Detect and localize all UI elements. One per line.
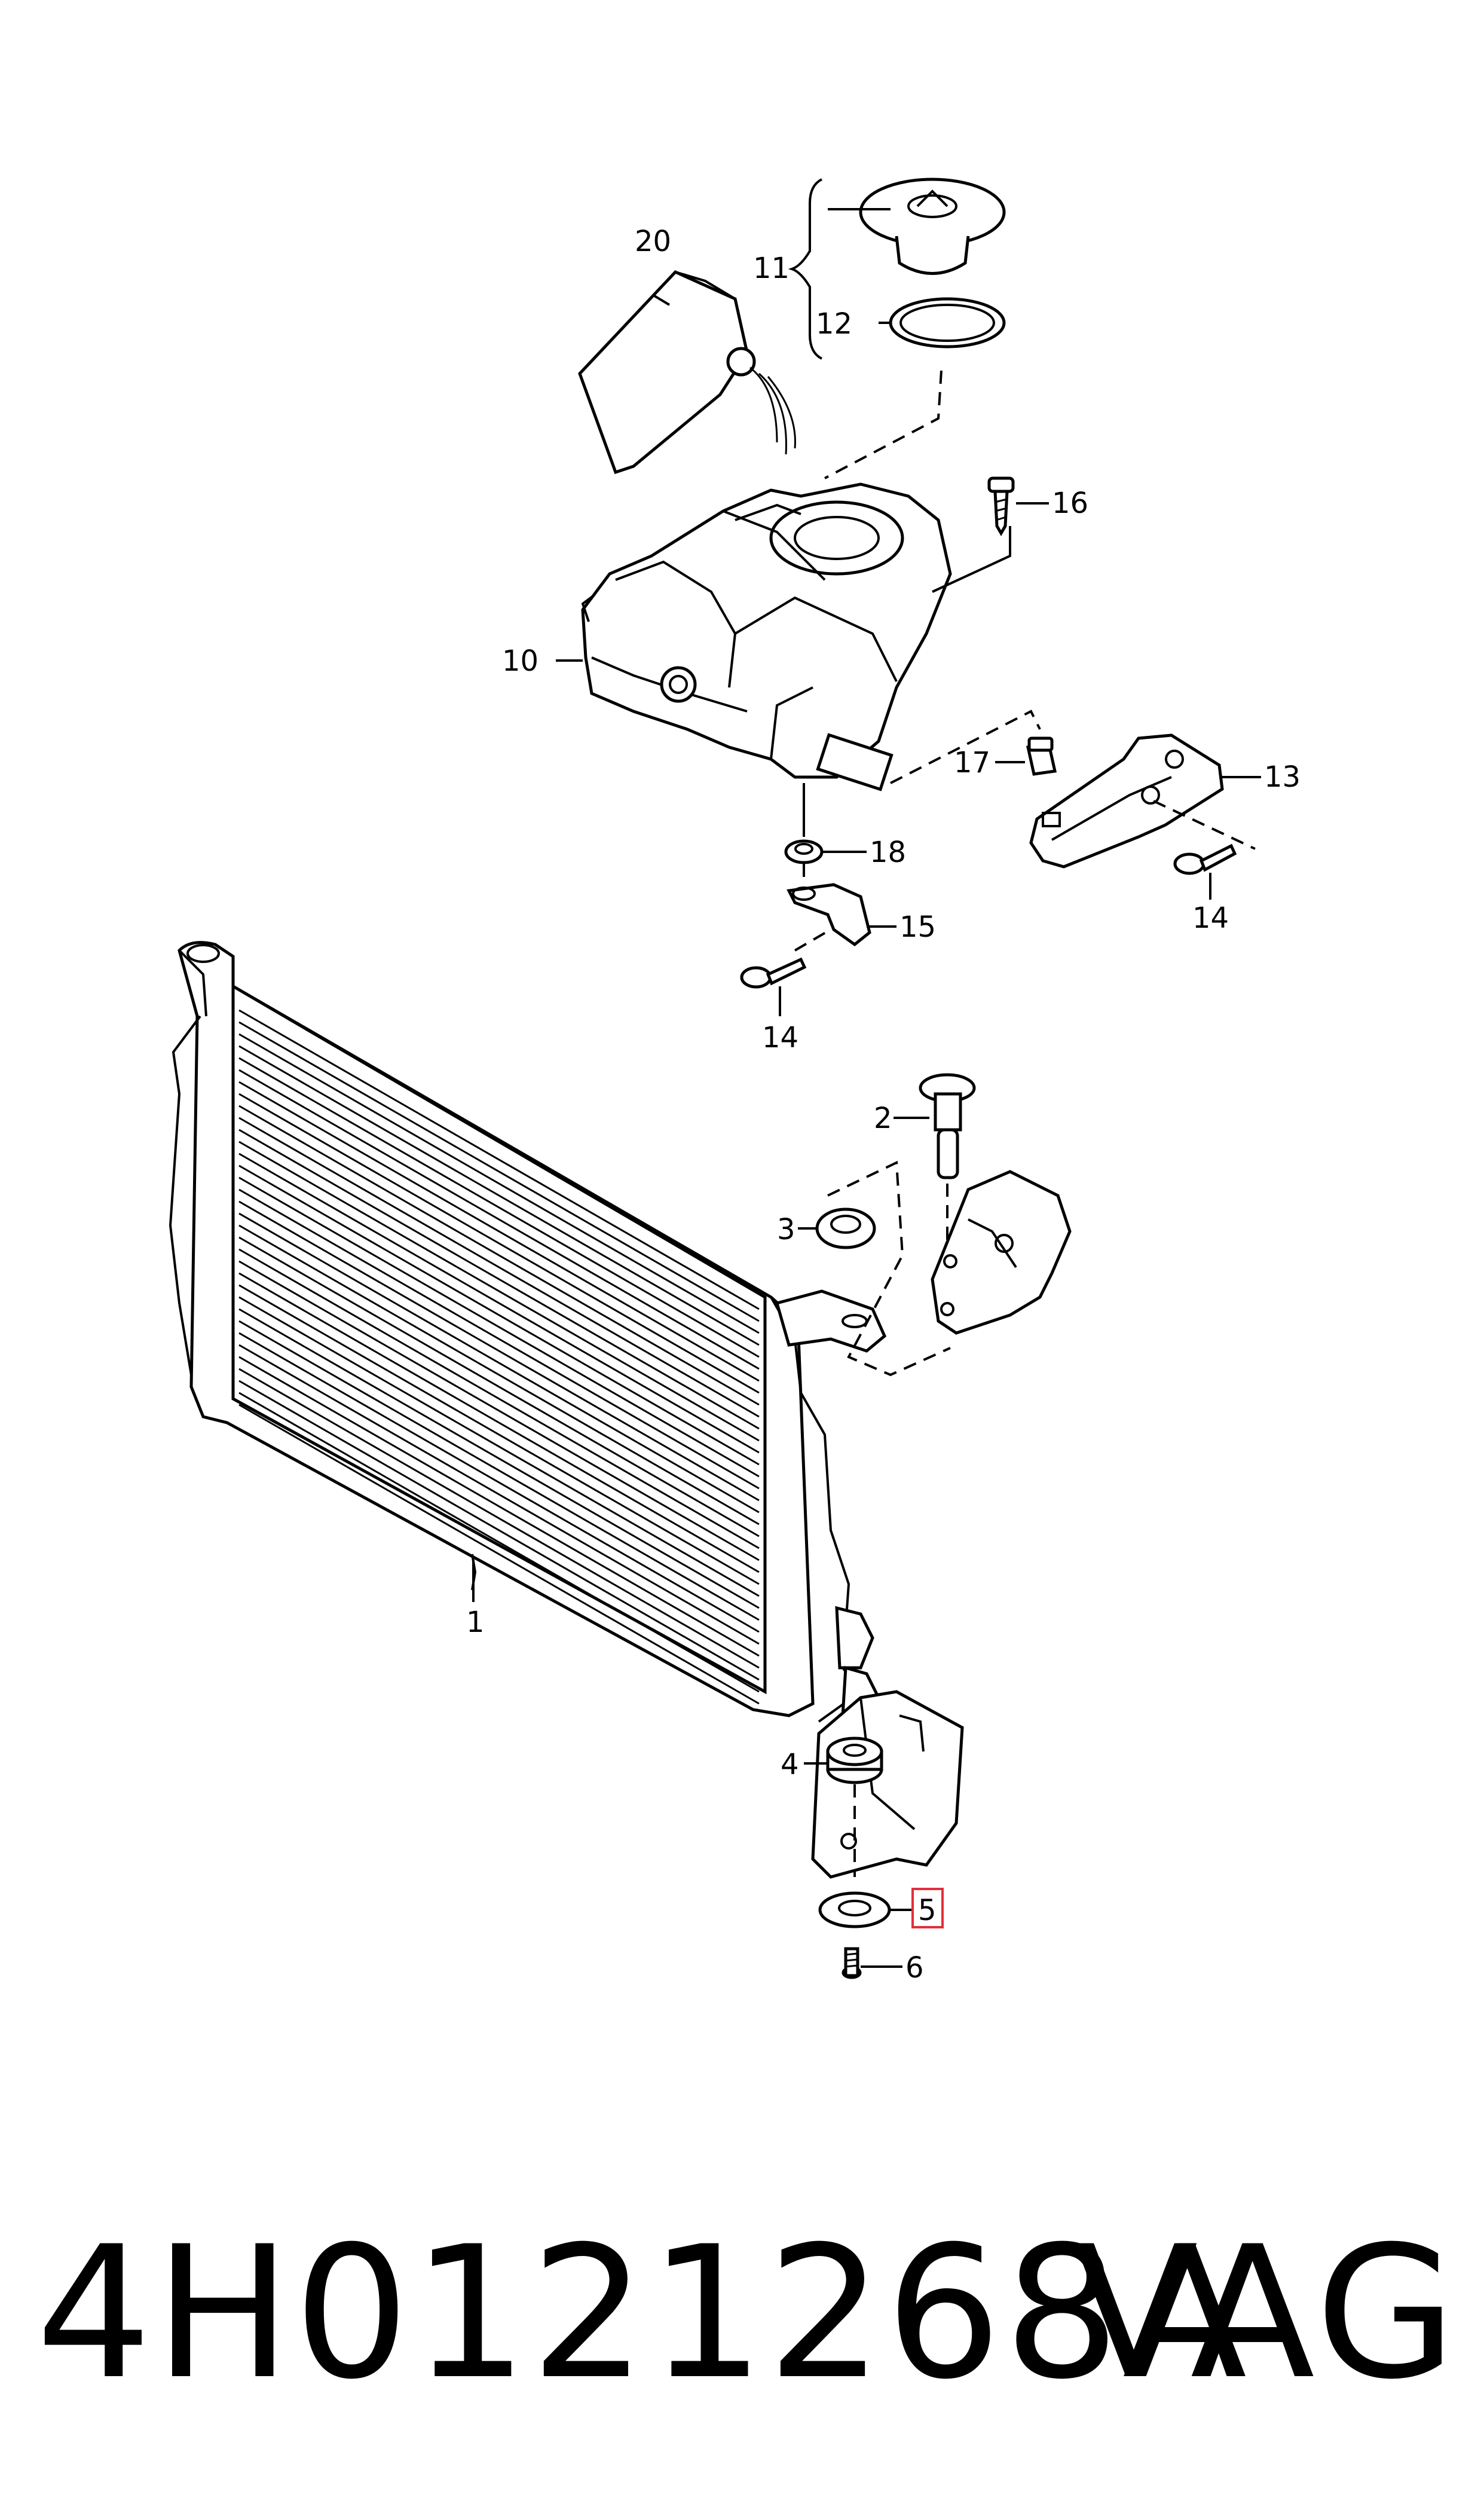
part-number: 4H0121268A bbox=[36, 2207, 1250, 2419]
lower-bracket-part bbox=[811, 1690, 964, 1879]
radiator-fin-line bbox=[238, 1033, 760, 1334]
grommet-18-part bbox=[784, 839, 824, 864]
radiator-fin-line bbox=[238, 1320, 760, 1621]
expansion-tank-part bbox=[581, 482, 952, 791]
callout-1: 1 bbox=[466, 1606, 485, 1639]
bracket-13-part bbox=[1029, 733, 1224, 869]
radiator-fin-line bbox=[238, 1308, 760, 1609]
callout-2: 2 bbox=[874, 1102, 892, 1135]
brace-11 bbox=[788, 178, 822, 360]
callout-12: 12 bbox=[816, 307, 852, 341]
callout-14-right: 14 bbox=[1192, 901, 1229, 935]
cap-assembly-part bbox=[859, 178, 1006, 275]
radiator-fin-line bbox=[238, 1069, 760, 1370]
callout-18: 18 bbox=[870, 836, 906, 869]
radiator-fin-line bbox=[238, 1284, 760, 1585]
grommet-3-part bbox=[815, 1207, 876, 1249]
callout-5: 5 bbox=[918, 1894, 937, 1927]
radiator-fin-line bbox=[238, 1272, 760, 1573]
radiator-fin-line bbox=[238, 1344, 760, 1645]
rubber-mount-4-part bbox=[826, 1737, 883, 1784]
callout-20: 20 bbox=[635, 225, 671, 258]
lead-16-path bbox=[932, 526, 1011, 593]
callout-6: 6 bbox=[905, 1951, 924, 1985]
radiator-fin-line bbox=[238, 1105, 760, 1406]
radiator-fin-line bbox=[238, 1260, 760, 1561]
screw-14b-part bbox=[1173, 843, 1237, 875]
callout-13: 13 bbox=[1264, 760, 1301, 794]
footer: 4H0121268A VAG bbox=[0, 2206, 1484, 2421]
radiator-fin-line bbox=[238, 1057, 760, 1358]
highlight-box-5 bbox=[911, 1888, 944, 1928]
radiator-fin-line bbox=[238, 1236, 760, 1537]
radiator-fin-line bbox=[238, 1248, 760, 1549]
callout-14-left: 14 bbox=[762, 1021, 798, 1054]
coolant-bottle-part bbox=[578, 270, 796, 475]
brand-name: VAG bbox=[1073, 2207, 1460, 2419]
radiator-fin-line bbox=[238, 1368, 760, 1669]
radiator-fin-line bbox=[238, 1332, 760, 1633]
radiator-fin-line bbox=[238, 1356, 760, 1657]
radiator-fin-line bbox=[238, 1380, 760, 1681]
o-ring-part bbox=[889, 297, 1006, 348]
radiator-fin-line bbox=[238, 1164, 760, 1466]
radiator-fin-line bbox=[238, 1009, 760, 1310]
parts-diagram: 20 11 12 16 10 17 13 18 14 15 14 2 3 1 4… bbox=[169, 178, 1301, 1985]
radiator-fin-line bbox=[238, 1021, 760, 1322]
bracket-15-part bbox=[787, 883, 871, 947]
callout-15: 15 bbox=[899, 910, 936, 944]
radiator-fins bbox=[238, 1009, 760, 1705]
radiator-fin-line bbox=[238, 1141, 760, 1442]
radiator-fin-line bbox=[238, 1117, 760, 1418]
callout-11: 11 bbox=[753, 252, 790, 285]
radiator-fin-line bbox=[238, 1224, 760, 1526]
callout-4: 4 bbox=[781, 1748, 799, 1781]
pin-2-part bbox=[919, 1073, 976, 1179]
radiator-fin-line bbox=[238, 1045, 760, 1346]
radiator-fin-line bbox=[238, 1188, 760, 1490]
callout-10: 10 bbox=[502, 644, 538, 678]
radiator-fin-line bbox=[238, 1129, 760, 1430]
screw-16-part bbox=[987, 476, 1015, 536]
callout-17: 17 bbox=[954, 746, 990, 779]
radiator-fin-line bbox=[238, 1176, 760, 1478]
screw-14a-part bbox=[740, 957, 807, 989]
callout-3: 3 bbox=[777, 1213, 795, 1246]
clip-17-part bbox=[1026, 736, 1057, 776]
callout-16: 16 bbox=[1052, 487, 1088, 520]
mount-washer-5-part bbox=[818, 1891, 891, 1928]
radiator-fin-line bbox=[238, 1212, 760, 1514]
mount-bracket-part bbox=[931, 1170, 1072, 1335]
radiator-fin-line bbox=[238, 1152, 760, 1454]
radiator-fin-line bbox=[238, 1093, 760, 1394]
radiator-fin-line bbox=[238, 1200, 760, 1502]
bolt-6-part bbox=[842, 1947, 862, 1979]
radiator-fin-line bbox=[238, 1404, 760, 1705]
radiator-fin-line bbox=[238, 1392, 760, 1693]
radiator-fin-line bbox=[238, 1296, 760, 1597]
radiator-fin-line bbox=[238, 1081, 760, 1382]
